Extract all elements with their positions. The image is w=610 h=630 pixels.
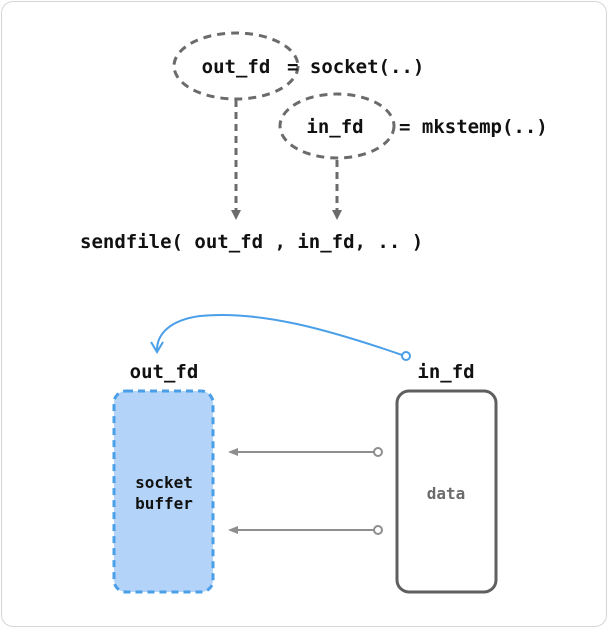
bottom-out-fd-label: out_fd: [130, 361, 199, 383]
mkstemp-call-text: = mkstemp(..): [399, 116, 548, 138]
socket-buffer-line2: buffer: [135, 494, 193, 513]
out-fd-ellipse: [172, 31, 300, 101]
data-arrow-2-origin: [373, 525, 383, 535]
socket-buffer-line1: socket: [135, 473, 193, 492]
in-to-out-curve-arrow: [156, 313, 406, 357]
curve-arrowhead-icon: [150, 341, 164, 354]
top-out-fd-label: out_fd: [202, 56, 271, 78]
curve-origin-dot: [401, 351, 411, 361]
bottom-in-fd-label: in_fd: [417, 361, 474, 383]
top-in-fd-label: in_fd: [306, 116, 363, 138]
data-label: data: [427, 484, 466, 503]
data-box: [395, 389, 498, 594]
sendfile-call-text: sendfile( out_fd , in_fd, .. ): [80, 231, 423, 253]
socket-call-text: = socket(..): [287, 56, 424, 78]
data-arrow-1-origin: [373, 447, 383, 457]
in-fd-ellipse: [278, 92, 396, 160]
socket-buffer-box: [112, 389, 215, 594]
